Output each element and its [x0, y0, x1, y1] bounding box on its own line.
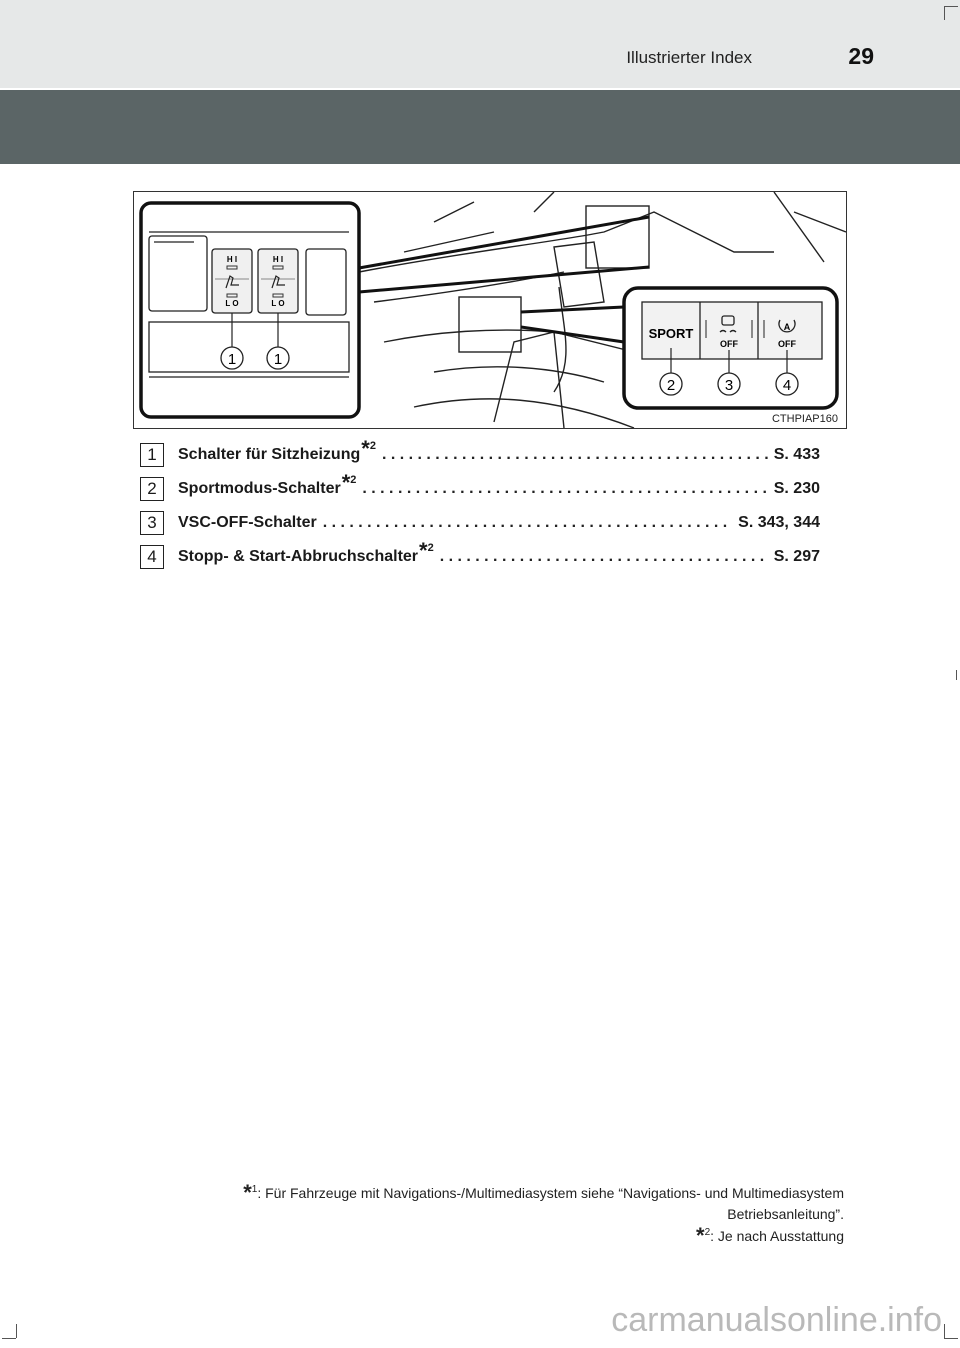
stop-start-off-label: OFF	[778, 339, 796, 349]
section-title: Illustrierter Index	[626, 48, 752, 67]
footnote-ref: 2	[427, 542, 434, 554]
vsc-skid-icon	[719, 315, 737, 333]
callout-4	[775, 372, 799, 396]
svg-text:4: 4	[783, 377, 791, 394]
footnote-2: *2: Je nach Ausstattung	[124, 1224, 844, 1248]
crop-mark	[956, 670, 957, 680]
entry-label: Schalter für Sitzheizung	[178, 446, 361, 463]
footnote-1: *1: Für Fahrzeuge mit Navigations-/Multi…	[124, 1181, 844, 1205]
footnote-asterisk: *	[341, 470, 351, 495]
seat-heater-right-lo: L O	[271, 299, 284, 308]
callout-3	[717, 372, 741, 396]
dark-banner	[0, 90, 960, 164]
svg-text:A: A	[784, 322, 791, 332]
list-item: 3 VSC-OFF-Schalter S. 343, 344	[140, 506, 820, 540]
stop-start-icon	[778, 319, 796, 333]
entry-label: Stopp- & Start-Abbruchschalter	[178, 548, 419, 565]
list-item: 1 Schalter für Sitzheizung *2 S. 433	[140, 436, 820, 472]
page-number: 29	[848, 43, 874, 69]
footnote-asterisk: *	[696, 1223, 705, 1248]
page-reference[interactable]: S. 343, 344	[738, 514, 820, 531]
callout-1b	[266, 346, 290, 370]
footnote-asterisk: *	[243, 1180, 252, 1205]
item-number: 3	[140, 511, 164, 535]
footnotes: *1: Für Fahrzeuge mit Navigations-/Multi…	[124, 1181, 844, 1248]
leader-dots	[362, 480, 767, 498]
index-list: 1 Schalter für Sitzheizung *2 S. 433 2 S…	[140, 436, 820, 574]
footnote-marker: 2	[704, 1227, 711, 1238]
svg-text:1: 1	[274, 351, 282, 368]
seat-heater-right-hi: H I	[273, 255, 283, 264]
entry-label: VSC-OFF-Schalter	[178, 514, 317, 531]
entry-label: Sportmodus-Schalter	[178, 480, 341, 497]
item-number: 4	[140, 545, 164, 569]
header-band	[0, 0, 960, 88]
leader-dots	[323, 514, 732, 532]
leader-dots	[440, 548, 768, 566]
footnote-ref: 2	[350, 474, 357, 486]
console-drawing: H I L O H I L O 1 1 SPORT OFF	[139, 192, 846, 428]
footnote-marker: 1	[251, 1184, 258, 1195]
svg-text:2: 2	[667, 377, 675, 394]
callout-2	[659, 372, 683, 396]
page-reference[interactable]: S. 433	[773, 446, 820, 463]
seat-heater-left-lo: L O	[225, 299, 238, 308]
footnote-1-cont: Betriebsanleitung”.	[727, 1206, 844, 1222]
list-item: 4 Stopp- & Start-Abbruchschalter *2 S. 2…	[140, 538, 820, 574]
page-reference[interactable]: S. 230	[773, 480, 820, 497]
figure-code: CTHPIAP160	[771, 413, 838, 425]
crop-mark	[2, 1338, 16, 1339]
page-reference[interactable]: S. 297	[773, 548, 820, 565]
seat-heater-icon	[225, 275, 285, 289]
item-number: 1	[140, 443, 164, 467]
list-item: 2 Sportmodus-Schalter *2 S. 230	[140, 470, 820, 506]
leader-dots	[382, 446, 768, 464]
console-illustration: H I L O H I L O 1 1 SPORT OFF	[133, 191, 847, 429]
crop-mark	[944, 6, 958, 7]
footnote-asterisk: *	[361, 436, 370, 461]
crop-mark	[944, 1338, 958, 1339]
seat-heater-left-hi: H I	[227, 255, 237, 264]
footnote-text: : Für Fahrzeuge mit Navigations-/Multime…	[257, 1185, 844, 1201]
watermark: carmanualsonline.info	[611, 1301, 942, 1339]
svg-text:1: 1	[228, 351, 236, 368]
vsc-off-label: OFF	[720, 339, 738, 349]
svg-text:3: 3	[725, 377, 733, 394]
sport-button-label: SPORT	[649, 326, 694, 341]
footnote-text: : Je nach Ausstattung	[710, 1228, 844, 1244]
footnote-ref: 2	[369, 440, 376, 452]
footnote-asterisk: *	[419, 538, 428, 563]
crop-mark	[944, 6, 945, 20]
crop-mark	[16, 1324, 17, 1338]
item-number: 2	[140, 477, 164, 501]
callout-1a	[220, 346, 244, 370]
crop-mark	[944, 1324, 945, 1338]
